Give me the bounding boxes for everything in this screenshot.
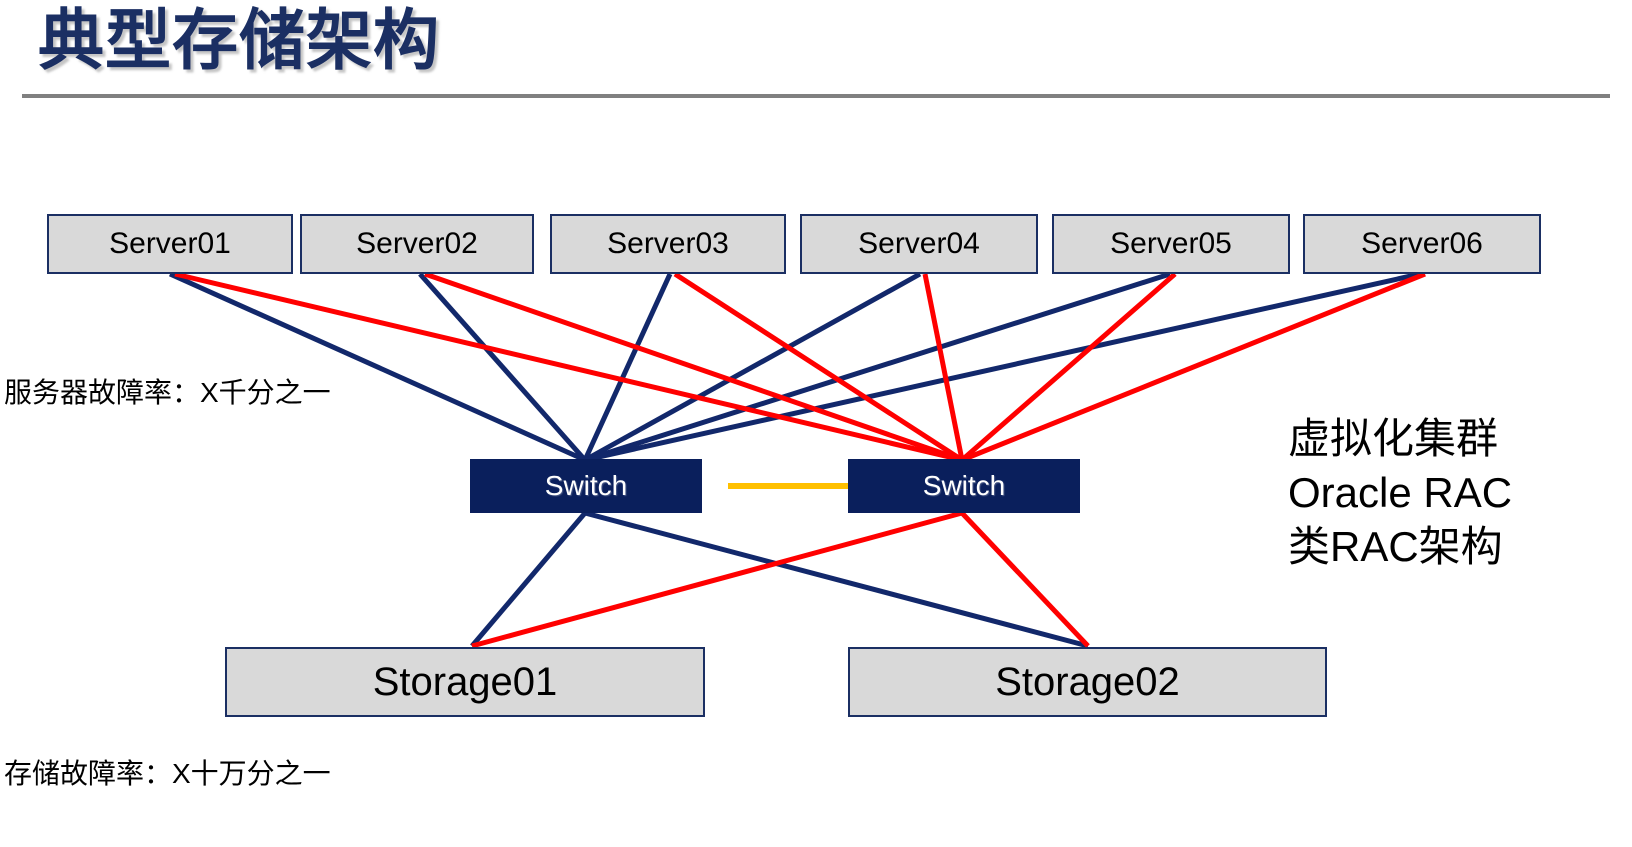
storage-label: Storage01 (372, 659, 558, 704)
cluster-architecture-note: 虚拟化集群 Oracle RAC 类RAC架构 (1288, 412, 1512, 573)
switch-to-storage-links (470, 510, 1090, 649)
link-server02-switch-left (418, 272, 587, 462)
link-server05-switch-right (960, 272, 1177, 462)
switch-node-right[interactable]: Switch (848, 459, 1080, 513)
link-server05-switch-left (584, 271, 1171, 463)
link-server02-switch-right (424, 271, 963, 463)
server-node-server06[interactable]: Server06 (1303, 214, 1541, 274)
server-node-server03[interactable]: Server03 (550, 214, 786, 274)
server-node-server01[interactable]: Server01 (47, 214, 293, 274)
link-switch-left-storage02 (584, 510, 1089, 649)
server-node-server04[interactable]: Server04 (800, 214, 1038, 274)
link-switch-left-storage01 (470, 511, 587, 648)
server-label: Server04 (858, 227, 980, 260)
storage-node-storage02[interactable]: Storage02 (848, 647, 1327, 717)
link-server03-switch-right (673, 271, 964, 463)
server-label: Server06 (1361, 227, 1483, 260)
link-server04-switch-right (922, 273, 965, 461)
link-switch-right-storage01 (471, 510, 963, 649)
server-node-server02[interactable]: Server02 (300, 214, 534, 274)
cluster-note-line-1: 虚拟化集群 (1288, 415, 1499, 462)
server-node-server05[interactable]: Server05 (1052, 214, 1290, 274)
server-to-right-switch-links (174, 271, 1426, 463)
server-label: Server05 (1110, 227, 1232, 260)
storage-node-storage01[interactable]: Storage01 (225, 647, 705, 717)
server-label: Server02 (356, 227, 478, 260)
page-title: 典型存储架构 (38, 3, 440, 77)
cluster-note-line-3: 类RAC架构 (1288, 522, 1503, 570)
link-server03-switch-left (582, 272, 673, 462)
server-label: Server03 (607, 227, 729, 260)
link-server01-switch-right (174, 271, 963, 463)
link-switch-right-storage02 (960, 511, 1090, 648)
title-divider (22, 94, 1610, 98)
link-server01-switch-left (168, 271, 587, 463)
cluster-note-line-2: Oracle RAC (1288, 468, 1513, 516)
switch-label: Switch (544, 470, 628, 501)
storage-failure-rate-note: 存储故障率：X十万分之一 (4, 758, 331, 789)
switch-node-left[interactable]: Switch (470, 459, 702, 513)
switch-label: Switch (922, 470, 1006, 501)
link-server06-switch-right (961, 271, 1426, 463)
server-label: Server01 (109, 227, 231, 260)
server-to-left-switch-links (168, 271, 1421, 463)
storage-label: Storage02 (995, 659, 1180, 704)
server-failure-rate-note: 服务器故障率：X千分之一 (4, 377, 331, 408)
link-server04-switch-left (583, 271, 922, 463)
link-server06-switch-left (584, 271, 1421, 463)
